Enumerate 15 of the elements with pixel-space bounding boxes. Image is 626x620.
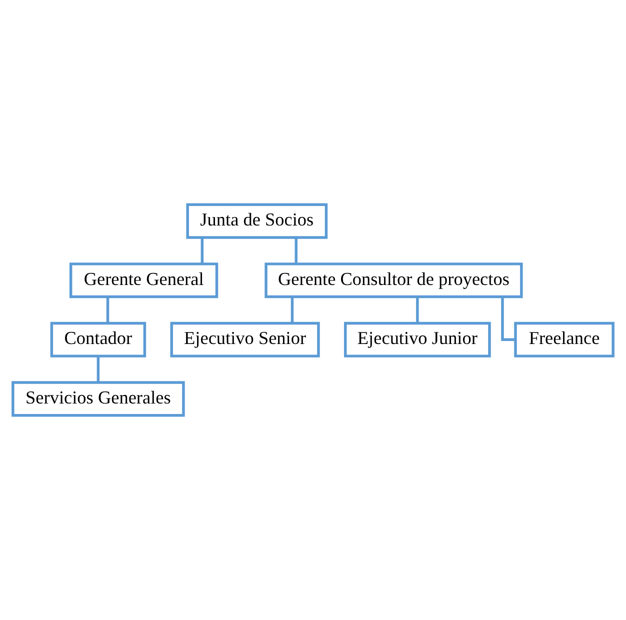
node-box: Freelance — [514, 322, 614, 358]
connector — [200, 238, 204, 264]
node-box: Junta de Socios — [186, 203, 328, 239]
connector — [96, 356, 100, 382]
connector — [106, 296, 110, 324]
connector — [416, 296, 419, 324]
connector — [290, 296, 294, 324]
node-box: Ejecutivo Senior — [170, 322, 320, 358]
node-box: Servicios Generales — [12, 381, 185, 417]
node-box: Contador — [50, 322, 146, 358]
node-box: Gerente General — [69, 262, 218, 298]
node-box: Ejecutivo Junior — [344, 322, 491, 358]
connector — [294, 238, 298, 264]
node-box: Gerente Consultor de proyectos — [264, 262, 523, 298]
connector — [501, 296, 516, 342]
